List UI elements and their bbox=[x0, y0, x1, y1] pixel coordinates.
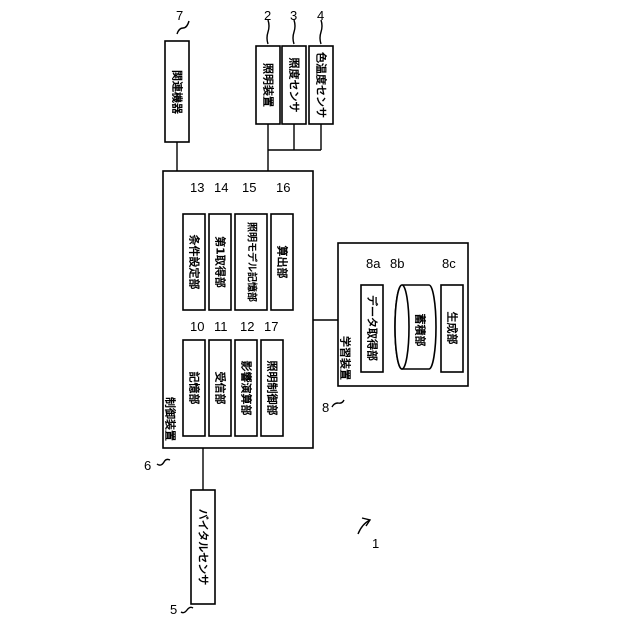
first-acquisition-unit-label: 第1取得部 bbox=[214, 236, 228, 288]
leader-4 bbox=[320, 20, 322, 44]
ref-2: 2 bbox=[264, 8, 271, 23]
ref-16: 16 bbox=[276, 180, 290, 195]
calculation-unit-label: 算出部 bbox=[276, 245, 290, 279]
ref-8c: 8c bbox=[442, 256, 456, 271]
leader-8 bbox=[332, 400, 344, 407]
leader-5 bbox=[181, 607, 193, 612]
ref-12: 12 bbox=[240, 319, 254, 334]
receiver-unit-label: 受信部 bbox=[214, 372, 228, 405]
ref-11: 11 bbox=[214, 319, 228, 334]
learning-device-label: 学習装置 bbox=[339, 336, 353, 380]
ref-3: 3 bbox=[290, 8, 297, 23]
lighting-control-unit-label: 照明制御部 bbox=[266, 361, 280, 416]
condition-setting-unit-label: 条件設定部 bbox=[188, 234, 202, 290]
related-device-label: 関連機器 bbox=[171, 70, 185, 115]
ref-1: 1 bbox=[372, 536, 379, 551]
ref-13: 13 bbox=[190, 180, 204, 195]
ref-10: 10 bbox=[190, 319, 204, 334]
ref-8: 8 bbox=[322, 400, 329, 415]
ref-8a: 8a bbox=[366, 256, 381, 271]
lighting-model-storage-unit-label: 照明モデル記憶部 bbox=[246, 222, 259, 302]
influence-calc-unit-label: 影響演算部 bbox=[240, 361, 254, 416]
ref-17: 17 bbox=[264, 319, 278, 334]
lighting-device-label: 照明装置 bbox=[262, 63, 276, 107]
storage-unit-label: 記憶部 bbox=[188, 372, 202, 405]
ref-8b: 8b bbox=[390, 256, 404, 271]
ref-14: 14 bbox=[214, 180, 228, 195]
leader-3 bbox=[293, 20, 295, 44]
color-temp-sensor-label: 色温度センサ bbox=[315, 52, 329, 118]
ref-6: 6 bbox=[144, 458, 151, 473]
ref-7: 7 bbox=[176, 8, 183, 23]
generation-unit-label: 生成部 bbox=[446, 312, 460, 345]
ref-15: 15 bbox=[242, 180, 256, 195]
leader-2 bbox=[267, 20, 269, 44]
accumulation-unit-label: 蓄積部 bbox=[414, 314, 428, 347]
data-acquisition-unit-label: データ取得部 bbox=[366, 295, 380, 361]
control-device-label: 制御装置 bbox=[164, 397, 178, 441]
leader-6 bbox=[157, 459, 170, 465]
ref-5: 5 bbox=[170, 602, 177, 617]
accumulation-unit-top bbox=[395, 285, 409, 369]
illuminance-sensor-label: 照度センサ bbox=[288, 58, 302, 113]
vital-sensor-label: バイタルセンサ bbox=[197, 509, 210, 586]
ref-4: 4 bbox=[317, 8, 324, 23]
